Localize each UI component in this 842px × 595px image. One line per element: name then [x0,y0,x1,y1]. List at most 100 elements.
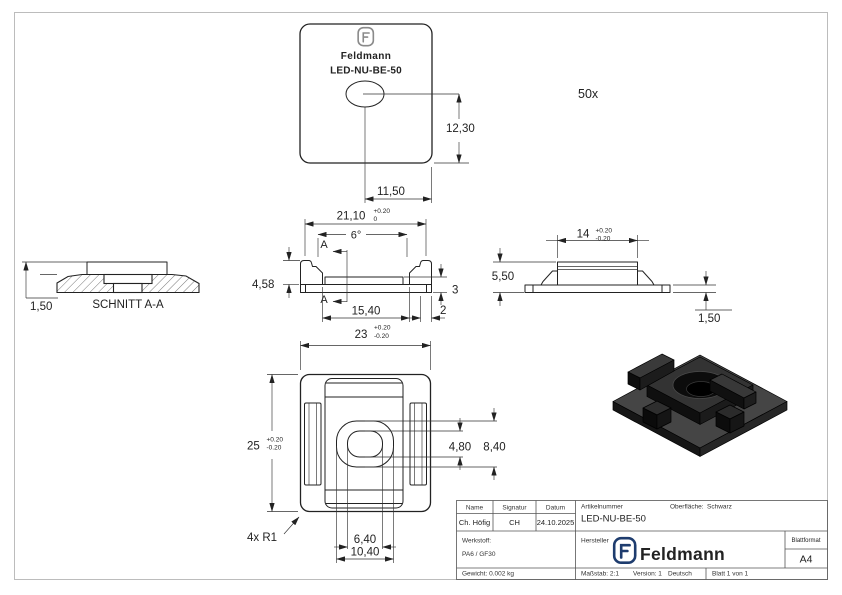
hole-through [347,430,383,458]
part-outline-top [299,23,433,164]
dim-11-50: 11,50 [364,107,432,203]
tolerance-minus: -0.20 [374,333,389,340]
dim-5-50: 5,50 [492,248,556,306]
surface-value: Schwarz [707,504,732,511]
cut-letter-bottom: A [320,294,328,306]
article-label: Artikelnummer [581,504,624,511]
dim-value: 5,50 [492,271,514,283]
material-label: Werkstoff: [462,538,491,545]
dim-14: 14 +0.20 -0.20 [546,228,649,258]
dim-4-80-8-40: 4,80 8,40 [365,408,506,480]
tolerance-minus: -0.20 [267,445,282,452]
right-hook [409,260,432,285]
quantity-note: 50x [578,87,599,101]
iso-view [612,353,788,457]
dim-1-50-right: 1,50 [673,271,732,325]
right-slot [409,402,427,486]
dim-value: 4x R1 [247,532,277,544]
format-label: Blattformat [791,538,820,544]
dim-value: 1,50 [698,313,720,325]
dim-value: 14 [577,229,590,241]
bottom-view: 4,80 8,40 25 +0.20 -0.20 4x R1 6,40 10,4… [247,373,506,563]
author-name: Ch. Höfig [459,518,490,527]
cut-letter-top: A [320,239,328,251]
top-view: Feldmann LED-NU-BE-50 12,30 11,50 [299,23,475,203]
dim-1-50-left: 1,50 [22,261,87,313]
dim-hole-major-v: 8,40 [483,442,505,454]
page-border [14,12,828,580]
date-value: 24.10.2025 [537,518,575,527]
dim-value: 25 [247,441,260,453]
manufacturer-name: Feldmann [640,544,725,564]
dim-4-58: 4,58 [252,247,300,298]
dim-value: 23 [355,329,368,341]
dim-hole-minor-v: 4,80 [449,442,471,454]
surface-label: Oberfläche: [670,504,704,511]
tolerance-minus: -0.20 [596,236,611,243]
section-label: SCHNITT A-A [92,299,164,311]
dim-value: 21,10 [337,211,366,223]
profile-view-center: A A 21,10 +0.20 0 6° 4,58 [252,208,458,370]
dim-value: 1,50 [30,301,52,313]
side-view-right: 14 +0.20 -0.20 5,50 1,50 [492,228,732,325]
dim-value: 6° [351,230,362,242]
part-outline-bottom [299,373,432,513]
base-plate [524,284,671,293]
inner-block-outline [324,378,404,509]
base-plate [300,284,432,293]
title-block: Name Signatur Datum Ch. Höfig CH 24.10.2… [456,500,828,580]
scale-value: Maßstab: 2:1 [581,571,619,578]
weight-value: Gewicht: 0.002 kg [462,571,514,578]
author-signature: CH [509,518,520,527]
right-wedge [637,270,655,286]
col-signature: Signatur [502,505,527,512]
dim-15-40: 15,40 [322,287,410,322]
hole-counterbore [336,420,394,468]
left-slot [304,402,322,486]
dim-value: 2 [440,305,446,317]
dim-21-10: 21,10 +0.20 0 [304,208,427,256]
format-value: A4 [800,554,813,566]
center-block [324,276,404,285]
col-date: Datum [546,505,565,512]
dim-value: 11,50 [377,186,405,198]
dim-hole-major-h: 10,40 [351,547,380,559]
sheet-value: Blatt 1 von 1 [712,571,749,578]
material-value: PA6 / GF30 [462,551,496,558]
dim-value: 3 [452,285,458,297]
dim-25: 25 +0.20 -0.20 [247,374,298,512]
dim-hole-minor-h: 6,40 [354,534,376,546]
tolerance-plus: +0.20 [267,437,284,444]
dim-value: 15,40 [352,306,381,318]
dim-6-40-10-40: 6,40 10,40 [334,446,396,563]
feldmann-logo-icon [357,26,375,47]
feldmann-logo: Feldmann [612,536,725,565]
col-name: Name [466,505,484,512]
center-block [557,261,638,286]
section-aa-view: 1,50 SCHNITT A-A [22,261,200,313]
dim-2: 2 [409,296,446,322]
dim-3: 3 [404,264,458,305]
tolerance-plus: +0.20 [596,228,613,235]
cutting-line-aa: A A [320,239,348,306]
article-number: LED-NU-BE-50 [581,514,646,525]
printed-part-number: LED-NU-BE-50 [330,66,402,77]
slot-cavity-lower [112,282,143,294]
dim-value: 4,58 [252,279,274,291]
language-value: Deutsch [668,571,692,578]
dim-23: 23 +0.20 -0.20 [300,325,431,370]
left-wedge [540,270,558,286]
dim-12-30: 12,30 [363,93,475,164]
dim-corner-radius: 4x R1 [247,516,300,544]
manufacturer-label: Hersteller [581,538,610,545]
printed-brand: Feldmann [341,51,391,62]
block-profile [86,261,168,275]
tolerance-plus: +0.20 [374,325,391,332]
version-value: Version: 1 [633,571,662,578]
slot-cavity-upper [103,273,153,285]
tolerance-minus: 0 [374,216,378,223]
dim-value: 12,30 [446,123,475,135]
tolerance-plus: +0.20 [374,208,391,215]
